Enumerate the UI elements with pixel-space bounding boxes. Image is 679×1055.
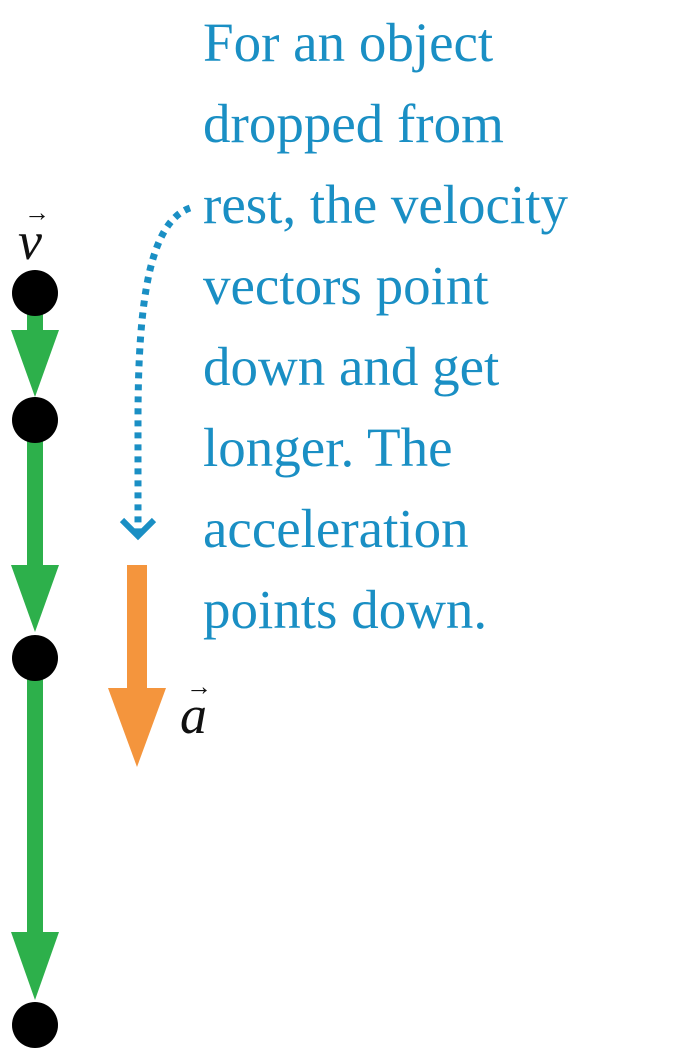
- vector-arrow-mark: →: [186, 672, 212, 701]
- dotted-pointer-arrow: [119, 204, 192, 541]
- filled-circle-dot-icon: [12, 635, 58, 681]
- velocity-vector-3: [11, 658, 59, 1000]
- position-dots: [12, 270, 58, 1048]
- filled-circle-dot-icon: [12, 397, 58, 443]
- velocity-symbol: v: [18, 211, 42, 271]
- filled-circle-dot-icon: [12, 270, 58, 316]
- velocity-label: → v: [18, 200, 50, 271]
- acceleration-vector: [108, 565, 166, 767]
- dotted-curved-arrow-icon: [134, 204, 192, 532]
- acceleration-symbol: a: [180, 685, 207, 745]
- acceleration-label: → a: [180, 674, 212, 745]
- velocity-vectors: [11, 292, 59, 1000]
- velocity-vector-2: [11, 420, 59, 632]
- vector-arrow-mark: →: [24, 198, 50, 227]
- explanation-caption: For an object dropped from rest, the vel…: [203, 12, 569, 640]
- filled-circle-dot-icon: [12, 1002, 58, 1048]
- dotted-arrow-head: [119, 517, 157, 541]
